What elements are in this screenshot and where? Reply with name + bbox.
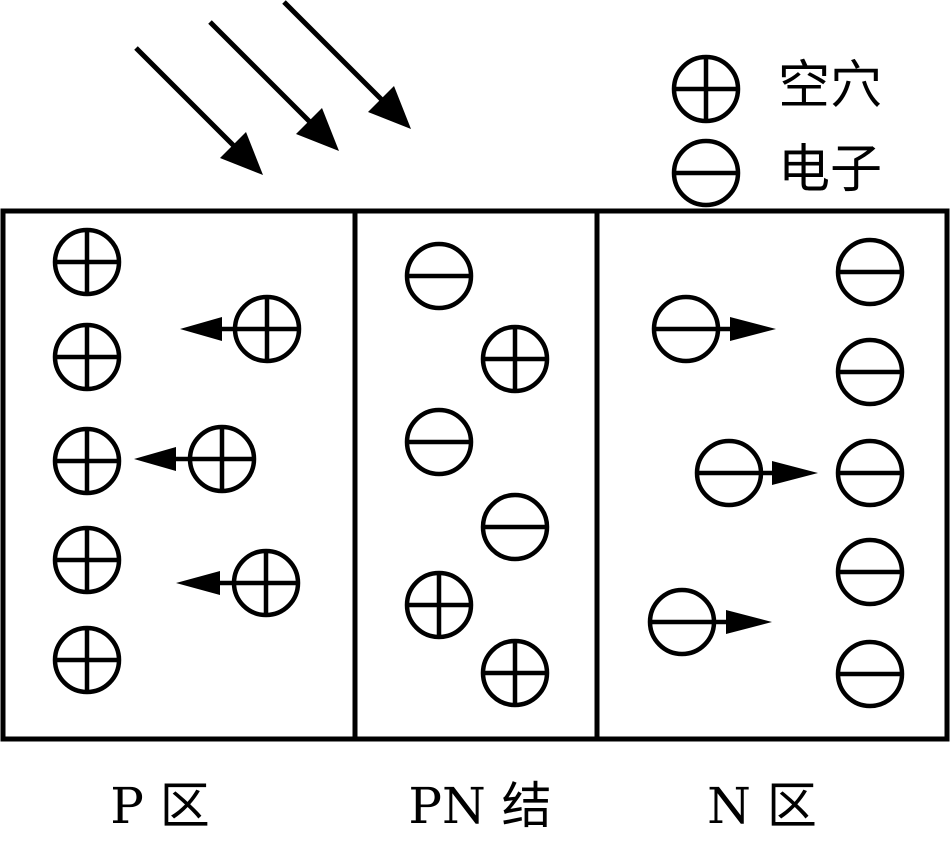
arrow-right-icon (726, 610, 772, 634)
electron-icon (838, 340, 902, 404)
hole-icon (234, 551, 298, 615)
electron-icon (483, 495, 547, 559)
electron-icon (838, 540, 902, 604)
arrow-right-icon (772, 461, 818, 485)
arrow-left-icon (180, 317, 222, 341)
region-labels: P 区 PN 结 N 区 (110, 777, 817, 835)
moving-hole (134, 427, 254, 491)
moving-electron (650, 590, 772, 654)
electron-icon (697, 441, 761, 505)
hole-icon (483, 641, 547, 705)
hole-icon (483, 327, 547, 391)
electron-icon (838, 240, 902, 304)
pn-junction-region (407, 244, 547, 705)
arrow-left-icon (134, 447, 176, 471)
semiconductor-block (0, 208, 950, 742)
hole-icon (55, 429, 119, 493)
legend: 空穴 电子 (674, 56, 882, 205)
p-region (55, 230, 299, 692)
legend-electron-label: 电子 (778, 140, 882, 200)
incident-light-arrow-icon (282, 0, 411, 129)
moving-electron (654, 297, 776, 361)
electron-icon (838, 642, 902, 706)
incident-light-arrows (134, 0, 411, 175)
hole-icon (235, 297, 299, 361)
pn-junction-label: PN 结 (408, 777, 551, 835)
electron-icon (838, 441, 902, 505)
moving-hole (180, 297, 299, 361)
hole-icon (55, 230, 119, 294)
incident-light-arrow-icon (208, 20, 339, 151)
electron-icon (650, 590, 714, 654)
arrow-left-icon (176, 571, 220, 595)
moving-electron (697, 441, 818, 505)
circle-plus-icon (674, 57, 738, 121)
moving-hole (176, 551, 298, 615)
legend-hole-label: 空穴 (778, 56, 882, 116)
electron-icon (407, 244, 471, 308)
n-region (650, 240, 902, 706)
hole-icon (55, 628, 119, 692)
hole-icon (407, 573, 471, 637)
hole-icon (55, 325, 119, 389)
hole-icon (55, 528, 119, 592)
incident-light-arrow-icon (134, 46, 263, 175)
p-region-label: P 区 (110, 777, 210, 835)
block-outline (0, 208, 950, 742)
arrow-right-icon (730, 317, 776, 341)
hole-icon (190, 427, 254, 491)
circle-minus-icon (674, 141, 738, 205)
n-region-label: N 区 (707, 777, 817, 835)
electron-icon (654, 297, 718, 361)
electron-icon (407, 410, 471, 474)
